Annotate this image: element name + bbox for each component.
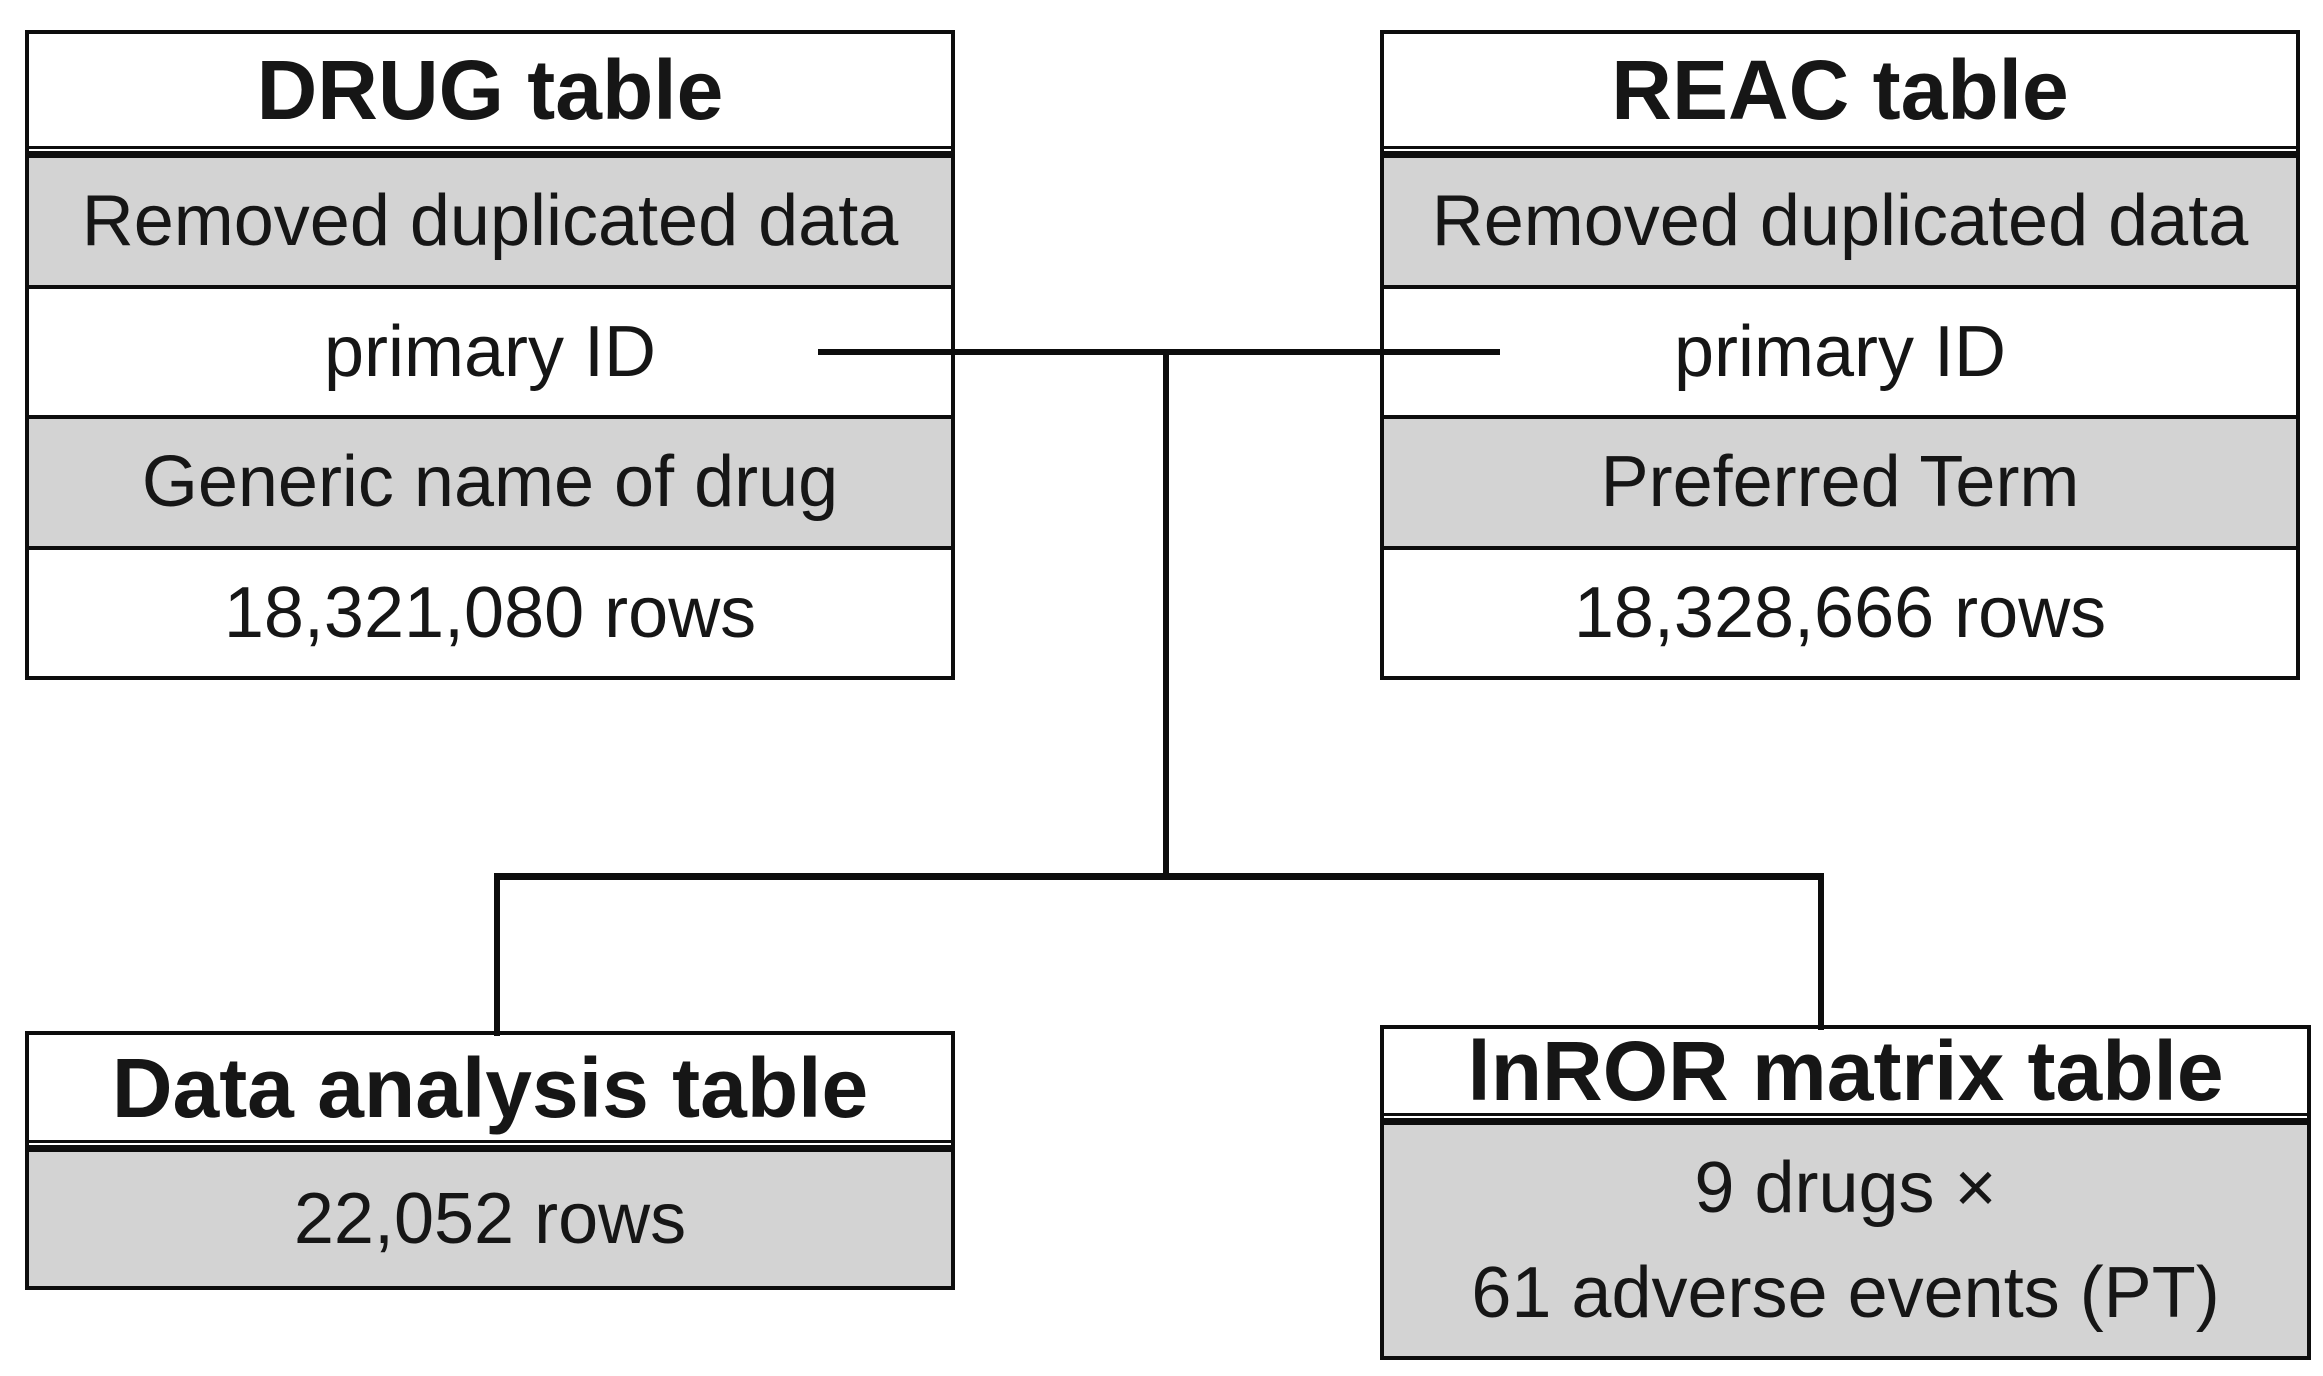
reac-row-preferred-term: Preferred Term [1384, 415, 2296, 546]
lnror-matrix-table-title: lnROR matrix table [1384, 1029, 2307, 1116]
reac-row-removed-duplicated-data: Removed duplicated data [1384, 158, 2296, 285]
drug-table: DRUG table Removed duplicated data prima… [25, 30, 955, 680]
drug-table-title: DRUG table [29, 34, 951, 149]
lnror-matrix-table: lnROR matrix table 9 drugs × 61 adverse … [1380, 1025, 2311, 1360]
reac-title-separator [1384, 151, 2296, 158]
drug-row-count: 18,321,080 rows [29, 545, 951, 677]
drug-row-removed-duplicated-data: Removed duplicated data [29, 158, 951, 285]
connector-drop-right [1818, 873, 1824, 1030]
drug-row-primary-id: primary ID [29, 284, 951, 416]
connector-branch-horizontal [494, 873, 1824, 880]
lnror-matrix-dimensions: 9 drugs × 61 adverse events (PT) [1384, 1125, 2307, 1356]
drug-row-generic-name-of-drug: Generic name of drug [29, 415, 951, 546]
data-analysis-row-count: 22,052 rows [29, 1152, 951, 1286]
drug-title-separator [29, 151, 951, 158]
lnror-dimensions-text: 9 drugs × 61 adverse events (PT) [1471, 1136, 2219, 1345]
connector-center-vertical [1163, 349, 1169, 879]
reac-row-count: 18,328,666 rows [1384, 545, 2296, 677]
reac-row-primary-id: primary ID [1384, 284, 2296, 416]
reac-table-title: REAC table [1384, 34, 2296, 149]
lnror-adverse-events-line: 61 adverse events (PT) [1471, 1252, 2220, 1333]
lnror-drugs-line: 9 drugs × [1694, 1148, 1997, 1229]
lnror-title-separator [1384, 1118, 2307, 1125]
connector-primary-id-link [818, 349, 1500, 355]
connector-drop-left [494, 873, 500, 1036]
reac-table: REAC table Removed duplicated data prima… [1380, 30, 2300, 680]
data-analysis-title-separator [29, 1145, 951, 1152]
data-analysis-table: Data analysis table 22,052 rows [25, 1031, 955, 1290]
data-analysis-table-title: Data analysis table [29, 1035, 951, 1143]
